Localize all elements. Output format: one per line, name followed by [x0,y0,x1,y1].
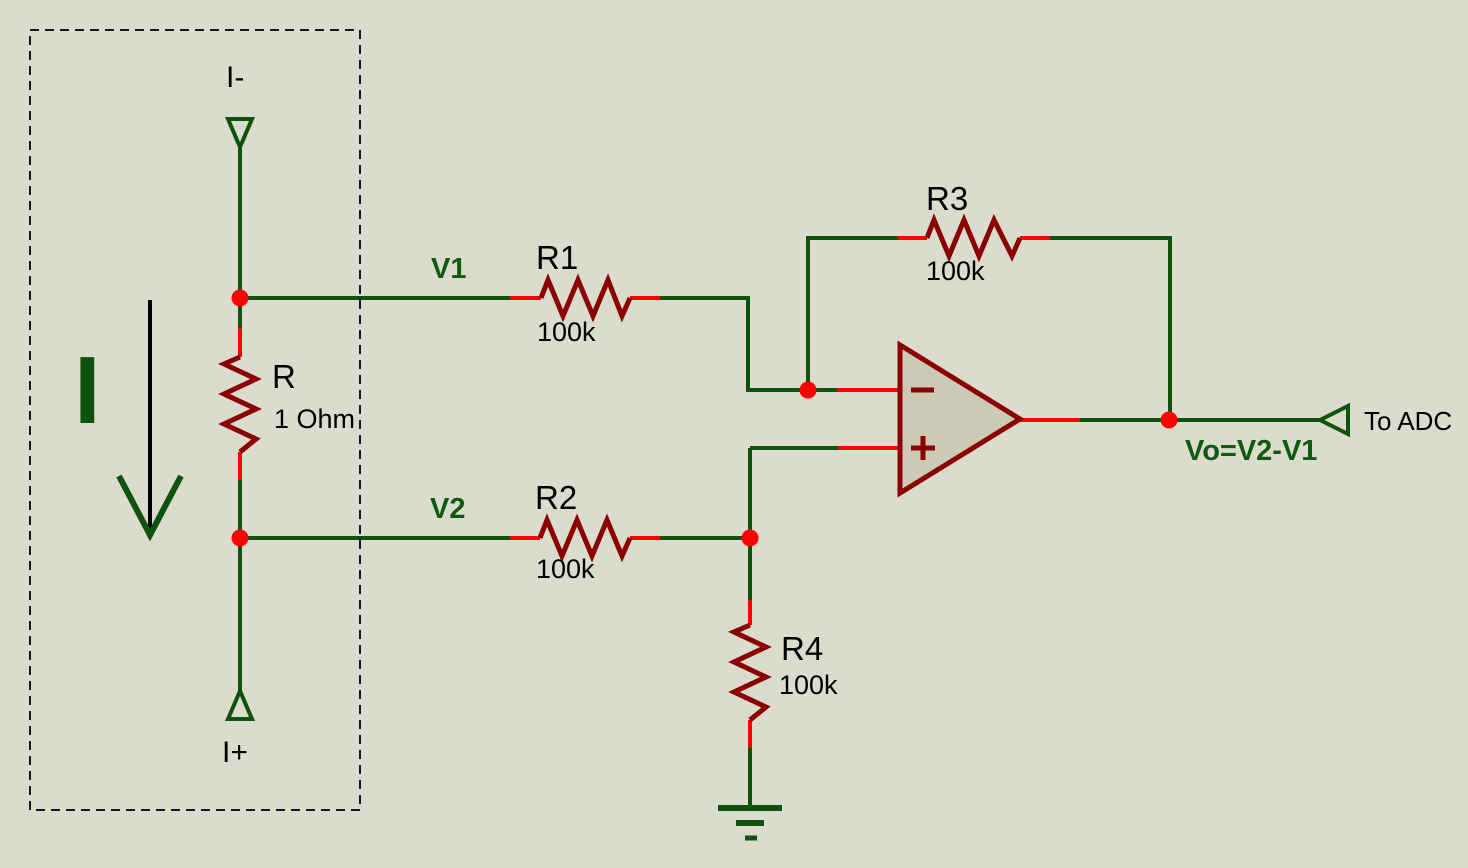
opamp-symbol [897,340,1025,498]
terminal-i-minus-icon [224,117,256,153]
label-r4-value: 100k [779,670,838,700]
junction-dot [741,529,759,547]
terminals [224,117,1350,721]
resistor-r2-symbol [537,513,633,563]
label-r2-value: 100k [536,554,595,584]
current-arrow-icon [116,300,184,542]
label-to-adc: To ADC [1364,406,1453,436]
wire-r1-to-inverting-node [660,296,806,392]
label-r1-ref: R1 [536,239,579,276]
junction-dot [231,529,249,547]
junction-dot [231,289,249,307]
opamp-plus-symbol [911,436,935,460]
wire-segments [238,148,1320,806]
junction-dot [1160,411,1178,429]
label-shunt-ref: R [272,358,296,395]
resistor-r-symbol [217,354,262,454]
resistor-r1-symbol [538,273,633,323]
label-r1-value: 100k [537,317,596,347]
ground-icon [718,805,782,841]
wire-feedback-left [806,236,898,390]
resistor-r4-symbol [727,622,772,722]
terminal-i-plus-icon [224,685,256,721]
resistor-r3-symbol [924,213,1023,263]
label-terminal-i-plus: I+ [222,736,248,769]
label-terminal-i-minus: I- [226,61,245,94]
opamp-triangle [897,340,1025,498]
label-r3-value: 100k [926,256,985,286]
pin-leads [238,236,1080,748]
label-shunt-value: 1 Ohm [274,404,356,434]
resistor-symbols [217,213,1023,722]
label-current-source: I [74,337,101,444]
terminal-output-icon [1315,402,1350,438]
label-r2-ref: R2 [535,479,578,516]
wire-feedback-right [1050,236,1172,420]
junction-dot [799,381,817,399]
label-r4-ref: R4 [781,630,824,667]
junction-dots [231,289,1178,547]
current-source-boundary-box [29,29,361,811]
label-output-equation: Vo=V2-V1 [1185,435,1318,467]
current-arrow-head [116,474,184,542]
label-net-v1: V1 [431,253,467,285]
label-r3-ref: R3 [926,180,969,217]
label-net-v2: V2 [430,493,466,525]
